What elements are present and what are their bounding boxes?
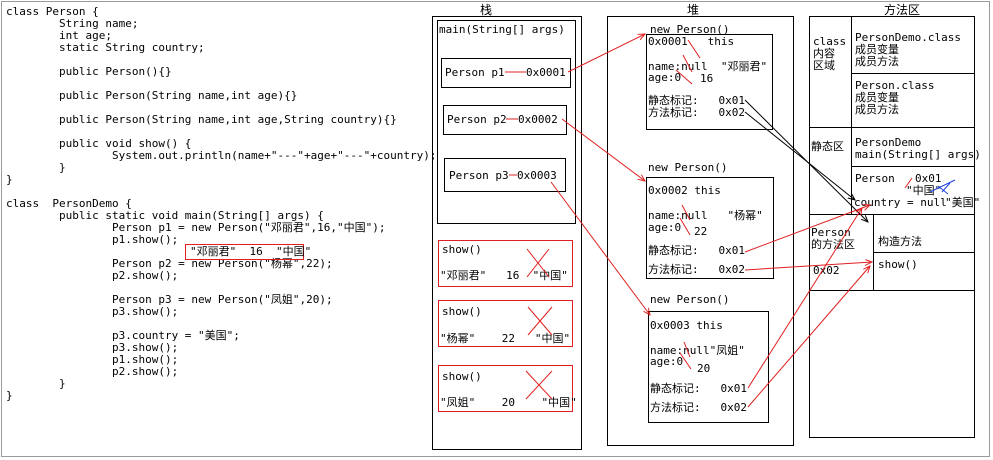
code-line: public Person(String name,int age,String… bbox=[6, 113, 397, 126]
code-line: public void show() { bbox=[6, 137, 192, 150]
heap-title: 堆 bbox=[687, 3, 700, 17]
code-line: Person p3 = new Person("凤姐",20); bbox=[6, 293, 333, 306]
obj2-addr: 0x0002 this bbox=[648, 184, 721, 197]
stack-title: 栈 bbox=[480, 3, 493, 17]
code-line: class PersonDemo { bbox=[6, 197, 132, 210]
class-area-label-1: class bbox=[813, 35, 847, 48]
code-line: } bbox=[6, 173, 13, 186]
methods-area-row-divider bbox=[873, 252, 975, 253]
obj1-name: name:null "邓丽君" bbox=[648, 60, 768, 73]
code-line: p3.country = "美国"; bbox=[6, 329, 240, 342]
obj2-method-mark: 方法标记: 0x02 bbox=[648, 263, 745, 276]
code-line: p3.show(); bbox=[6, 305, 179, 318]
var-p3-value: 0x0003 bbox=[517, 169, 557, 182]
code-line: public Person(String name,int age){} bbox=[6, 89, 298, 102]
obj2-age: age:0 bbox=[648, 221, 682, 234]
person-methods-label-2: 的方法区 bbox=[811, 238, 855, 251]
var-p2-name: Person p2 bbox=[447, 113, 507, 126]
code-line: p2.show(); bbox=[6, 365, 179, 378]
person-class-name: Person.class bbox=[855, 79, 935, 92]
static-persondemo-main: main(String[] args) bbox=[855, 148, 981, 161]
var-p1 bbox=[441, 58, 571, 88]
p1-output-box bbox=[185, 244, 304, 260]
class-area-divider bbox=[851, 16, 852, 128]
static-area-label: 静态区 bbox=[811, 140, 844, 153]
methods-addr: 0x02 bbox=[813, 264, 840, 277]
show-frame-2-label: show() bbox=[442, 305, 482, 318]
class-area-label-3: 区域 bbox=[813, 59, 835, 72]
class-area-row-divider bbox=[851, 73, 975, 74]
var-p3-name: Person p3 bbox=[449, 169, 509, 182]
code-line: String name; bbox=[6, 17, 139, 30]
obj1-method-mark: 方法标记: 0x02 bbox=[648, 106, 745, 119]
obj1-age-new: 16 bbox=[700, 72, 714, 85]
code-line: p2.show(); bbox=[6, 269, 179, 282]
obj3-addr: 0x0003 this bbox=[650, 319, 723, 332]
class-area-label-2: 内容 bbox=[813, 47, 835, 60]
var-p1-name: Person p1 bbox=[445, 66, 505, 79]
show-frame-3 bbox=[438, 365, 573, 412]
code-line: p1.show(); bbox=[6, 353, 179, 366]
code-line: static String country; bbox=[6, 41, 205, 54]
show-method: show() bbox=[878, 258, 918, 271]
obj3-header: new Person() bbox=[650, 293, 730, 306]
method-area-title: 方法区 bbox=[884, 3, 921, 17]
show-frame-3-values: "凤姐" 20 "中国" bbox=[440, 396, 577, 409]
code-line: } bbox=[6, 161, 66, 174]
static-area-bottom bbox=[809, 214, 975, 215]
obj3-age: age:0 bbox=[650, 355, 684, 368]
var-p1-value: 0x0001 bbox=[526, 66, 566, 79]
obj2-static-mark: 静态标记: 0x01 bbox=[648, 244, 745, 257]
code-line: p3.show(); bbox=[6, 341, 179, 354]
code-line: p1.show(); bbox=[6, 233, 179, 246]
persondemo-class-vars: 成员变量 bbox=[855, 43, 899, 56]
code-line: Person p1 = new Person("邓丽君",16,"中国"); bbox=[6, 221, 386, 234]
code-line: } bbox=[6, 377, 66, 390]
constructor-method: 构造方法 bbox=[878, 235, 922, 248]
obj1-box bbox=[646, 34, 773, 130]
code-line: } bbox=[6, 389, 13, 402]
static-persondemo-name: PersonDemo bbox=[855, 136, 922, 149]
static-person-name: Person bbox=[855, 172, 895, 185]
methods-area-bottom bbox=[809, 290, 975, 291]
obj1-addr: 0x0001 this bbox=[648, 35, 735, 48]
persondemo-class-methods: 成员方法 bbox=[855, 55, 899, 68]
code-line: System.out.println(name+"---"+age+"---"+… bbox=[6, 149, 437, 162]
main-frame-label: main(String[] args) bbox=[439, 23, 565, 36]
code-line: class Person { bbox=[6, 5, 99, 18]
p1-output-text: "邓丽君" 16 "中国" bbox=[190, 245, 312, 258]
static-country-line: country = null bbox=[854, 196, 947, 209]
code-line: public static void main(String[] args) { bbox=[6, 209, 324, 222]
show-frame-2 bbox=[438, 300, 573, 347]
obj3-static-mark: 静态标记: 0x01 bbox=[650, 382, 747, 395]
obj3-method-mark: 方法标记: 0x02 bbox=[650, 401, 747, 414]
obj2-age-new: 22 bbox=[694, 225, 708, 238]
obj3-name: name:null"凤姐" bbox=[650, 344, 745, 357]
show-frame-1-label: show() bbox=[442, 243, 482, 256]
code-line: int age; bbox=[6, 29, 112, 42]
class-content-area bbox=[809, 16, 975, 128]
obj2-header: new Person() bbox=[648, 161, 728, 174]
show-frame-3-label: show() bbox=[442, 370, 482, 383]
obj1-age: age:0 bbox=[648, 71, 682, 84]
obj1-static-mark: 静态标记: 0x01 bbox=[648, 94, 745, 107]
person-class-methods: 成员方法 bbox=[855, 103, 899, 116]
obj3-age-new: 20 bbox=[697, 362, 711, 375]
show-frame-1-values: "邓丽君" 16 "中国" bbox=[440, 269, 568, 282]
code-line: public Person(){} bbox=[6, 65, 172, 78]
show-frame-2-values: "杨幂" 22 "中国" bbox=[440, 332, 571, 345]
persondemo-class-name: PersonDemo.class bbox=[855, 31, 961, 44]
code-line: Person p2 = new Person("杨幂",22); bbox=[6, 257, 333, 270]
static-area-divider bbox=[851, 128, 852, 214]
static-country-new-value: "美国" bbox=[945, 196, 981, 209]
var-p2-value: 0x0002 bbox=[518, 113, 558, 126]
obj1-header: new Person() bbox=[650, 23, 730, 36]
static-area-row-divider bbox=[851, 166, 975, 167]
